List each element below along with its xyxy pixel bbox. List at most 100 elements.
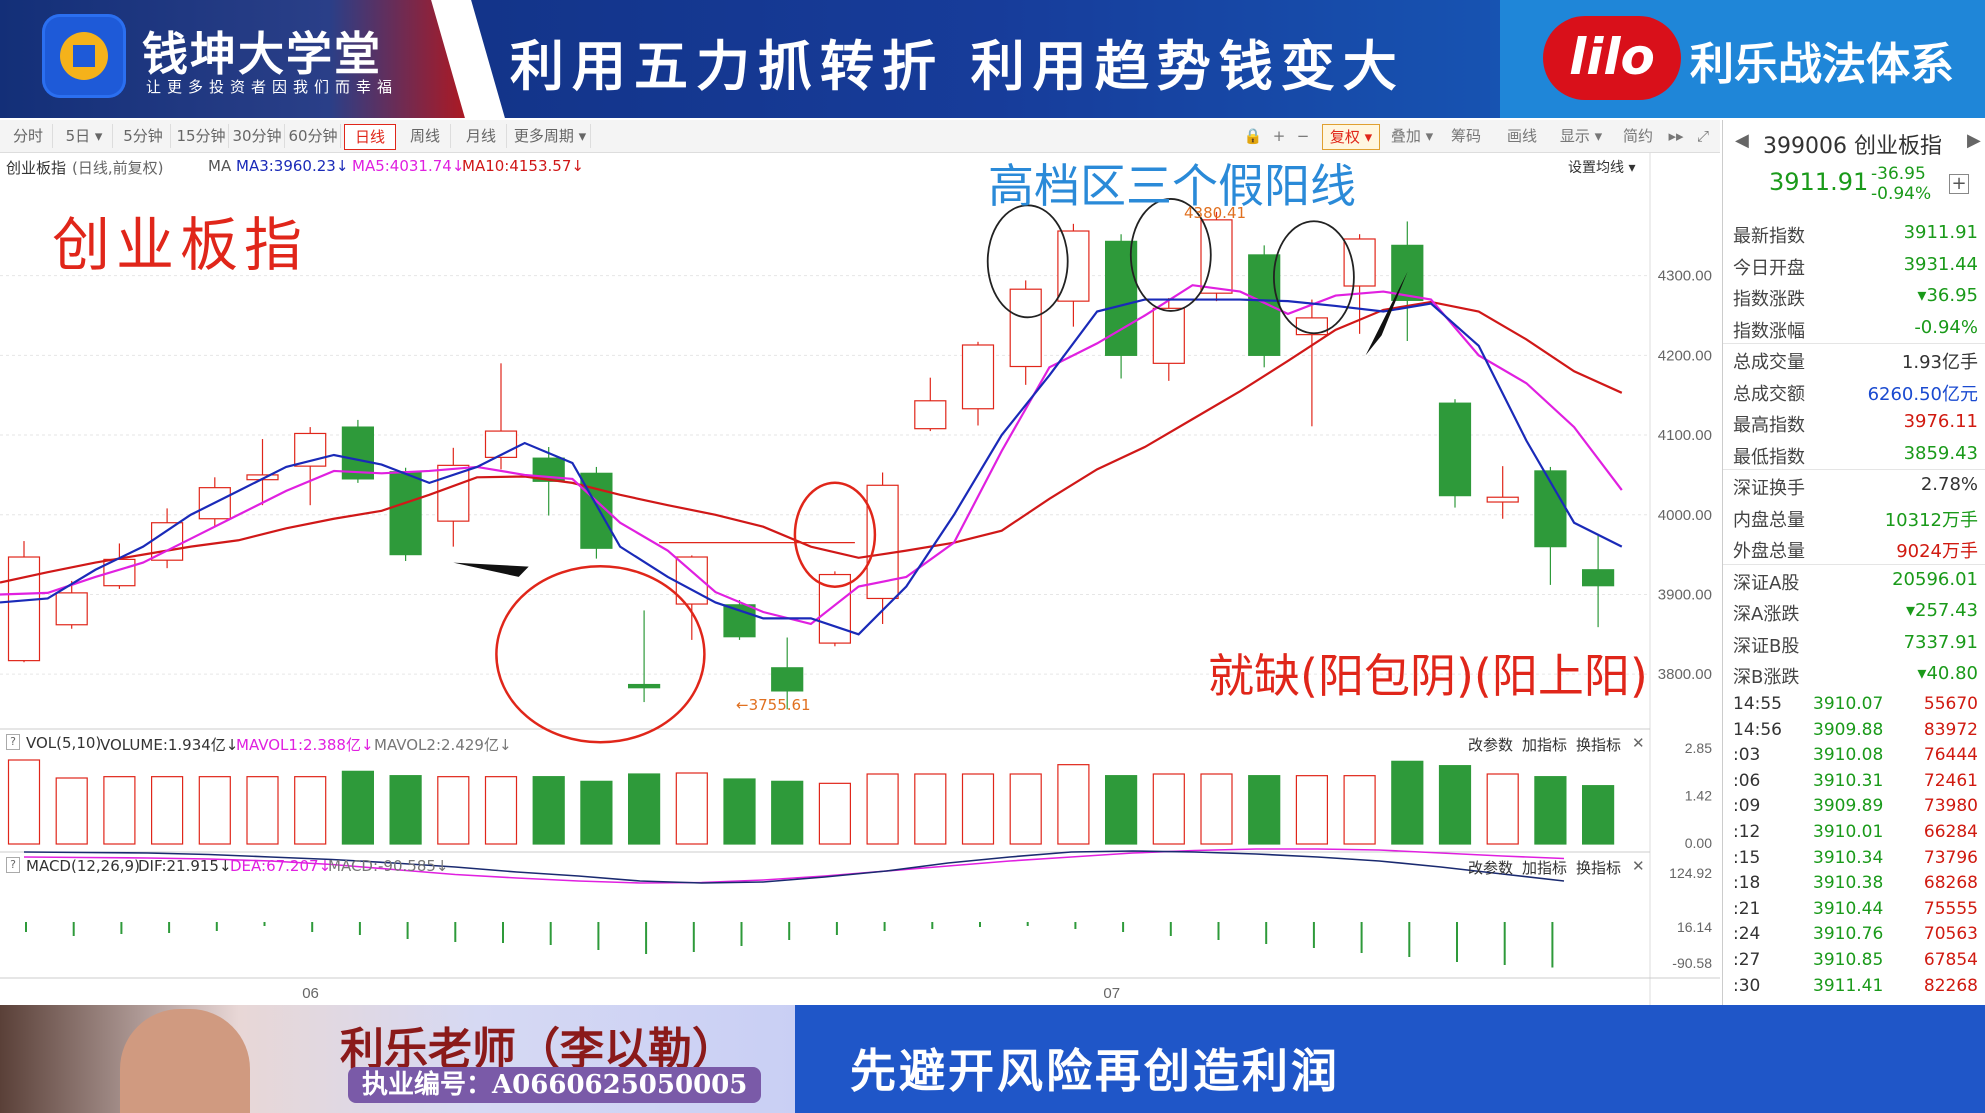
- add-indicator-button[interactable]: 加指标: [1522, 736, 1568, 754]
- arrow-right-icon: [453, 562, 529, 577]
- draw-button[interactable]: 画线: [1506, 127, 1537, 145]
- candle-up: [55, 592, 88, 626]
- prev-icon[interactable]: ◀: [1735, 130, 1749, 151]
- volume-bar-up: [818, 782, 852, 845]
- volume-bar-down: [771, 780, 804, 845]
- period-button[interactable]: 5日 ▾: [56, 124, 113, 148]
- price-axis: 4300.004200.004100.004000.003900.003800.…: [1658, 268, 1712, 684]
- tick-volume: 73980: [1923, 796, 1978, 817]
- candles: [7, 211, 1615, 710]
- quote-row-value: 3911.91: [1903, 222, 1978, 243]
- volume-bar-down: [1391, 760, 1424, 845]
- switch-indicator-button[interactable]: 换指标: [1576, 736, 1622, 754]
- dif-line: [23, 850, 1565, 884]
- mavol1-value: MAVOL1:2.388亿↓: [236, 736, 374, 754]
- volume-bar-up: [55, 777, 88, 845]
- edit-params-button[interactable]: 改参数: [1468, 736, 1514, 754]
- period-button[interactable]: 30分钟: [230, 124, 285, 148]
- tick-volume: 75555: [1923, 898, 1978, 919]
- banner-slogan: 利用五力抓转折 利用趋势钱变大: [510, 35, 1405, 98]
- display-button[interactable]: 显示 ▾: [1559, 127, 1603, 145]
- tick-volume: 70563: [1923, 924, 1978, 945]
- tick-time: 14:55: [1733, 694, 1782, 714]
- candle-up: [151, 522, 184, 561]
- quote-row-value: 3976.11: [1903, 411, 1978, 432]
- period-button[interactable]: 月线: [456, 124, 507, 148]
- volume-bar-up: [246, 776, 279, 845]
- tick-time: :06: [1733, 770, 1761, 791]
- quote-row-value: 3859.43: [1903, 442, 1978, 464]
- close-icon[interactable]: ✕: [1632, 734, 1645, 752]
- tick-time: 14:56: [1733, 719, 1782, 740]
- simple-button[interactable]: 简约: [1622, 127, 1653, 145]
- dea-value: DEA:67.207↓: [230, 857, 332, 875]
- fake-yang-circle: [1273, 220, 1355, 335]
- teacher-photo: [120, 1009, 250, 1113]
- tick-time: :03: [1733, 745, 1761, 766]
- adjust-button[interactable]: 复权 ▾: [1322, 124, 1380, 150]
- ma10-line: [0, 300, 1623, 584]
- teacher-area: 利乐老师（李以勒） 执业编号：A0660625050005: [0, 1005, 795, 1113]
- period-button[interactable]: 分时: [4, 124, 53, 148]
- help-icon[interactable]: ?: [6, 857, 20, 873]
- kline-chart[interactable]: 4300.004200.004100.004000.003900.003800.…: [0, 152, 1720, 1005]
- zoom-out-icon[interactable]: −: [1296, 127, 1310, 145]
- overlay-button[interactable]: 叠加 ▾: [1390, 127, 1434, 145]
- macd-tick-label: 124.92: [1669, 865, 1712, 881]
- period-button[interactable]: 5分钟: [116, 124, 171, 148]
- volume-bar-up: [1009, 773, 1042, 845]
- volume-bar-up: [961, 773, 995, 845]
- quote-row-value: 2.78%: [1920, 474, 1978, 495]
- volume-bar-down: [532, 776, 565, 845]
- volume-bar-up: [675, 772, 708, 845]
- next-icon[interactable]: ▶: [1967, 130, 1981, 151]
- add-indicator-button[interactable]: 加指标: [1522, 859, 1568, 877]
- ma3-label: MA3:3960.23↓: [236, 157, 349, 175]
- tick-volume: 55670: [1923, 694, 1978, 714]
- fullscreen-icon[interactable]: ⤢: [1696, 127, 1709, 145]
- bottom-slogan: 先避开风险再创造利润: [850, 1044, 1340, 1098]
- quote-row-value: 20596.01: [1892, 568, 1978, 590]
- help-icon[interactable]: ?: [6, 734, 20, 750]
- candle-down: [1438, 402, 1472, 497]
- annotations: [453, 198, 1408, 744]
- candle-down: [1104, 240, 1138, 356]
- switch-indicator-button[interactable]: 换指标: [1576, 859, 1622, 877]
- chart-mode: (日线,前复权): [72, 159, 164, 177]
- ma-settings-button[interactable]: 设置均线 ▾: [1568, 160, 1636, 176]
- forward-icon[interactable]: ▸▸: [1668, 127, 1684, 145]
- period-button-active[interactable]: 日线: [344, 124, 396, 150]
- chips-button[interactable]: 筹码: [1450, 127, 1481, 145]
- title-overlay: 创业板指: [52, 211, 309, 279]
- zoom-in-icon[interactable]: +: [1272, 127, 1286, 145]
- index-change: -36.95 -0.94%: [1871, 164, 1931, 204]
- tick-price: 3910.08: [1813, 745, 1884, 766]
- period-button[interactable]: 更多周期 ▾: [510, 124, 591, 148]
- lock-icon[interactable]: 🔒: [1243, 127, 1263, 145]
- quote-row-key: 最新指数: [1733, 226, 1805, 247]
- period-button[interactable]: 周线: [400, 124, 451, 148]
- period-button[interactable]: 60分钟: [286, 124, 341, 148]
- quote-panel: ◀ 399006 创业板指 ▶ 3911.91 -36.95 -0.94% + …: [1722, 120, 1985, 1005]
- close-icon[interactable]: ✕: [1632, 857, 1645, 875]
- quote-row-value: -0.94%: [1914, 316, 1978, 338]
- edit-params-button[interactable]: 改参数: [1468, 859, 1514, 877]
- quote-row-value: 10312万手: [1884, 509, 1978, 531]
- add-watchlist-icon[interactable]: +: [1949, 174, 1969, 194]
- ma3-line: [0, 298, 1623, 636]
- ma-label: MA: [208, 157, 232, 175]
- quote-row: 指数涨幅-0.94%: [1733, 313, 1978, 344]
- tick-price: 3910.76: [1813, 924, 1884, 945]
- period-button[interactable]: 15分钟: [174, 124, 229, 148]
- candle-down: [389, 471, 422, 556]
